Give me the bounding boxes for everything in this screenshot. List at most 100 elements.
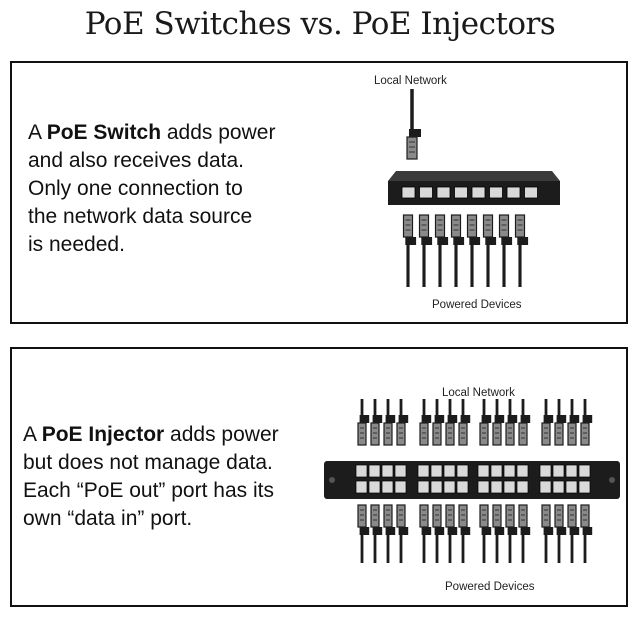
injector-text-line: but does not manage data. (23, 451, 273, 474)
ethernet-cable-icon (396, 504, 409, 563)
patch-panel-port (394, 480, 407, 494)
ethernet-cable-icon (479, 399, 492, 446)
switch-port (419, 186, 433, 199)
ethernet-cable-icon (541, 399, 554, 446)
patch-panel-port (503, 464, 516, 478)
poe-injector-description: A PoE Injector adds power but does not m… (23, 421, 343, 533)
switch-port (436, 186, 451, 199)
ethernet-cable-icon (370, 504, 383, 563)
patch-panel-port (368, 480, 381, 494)
ethernet-cable-icon (432, 399, 445, 446)
ethernet-cable-icon (419, 399, 432, 446)
ethernet-cable-icon (396, 399, 409, 446)
ethernet-cable-icon (445, 504, 458, 563)
injector-powered-devices-label: Powered Devices (445, 581, 535, 593)
injector-local-network-label: Local Network (442, 387, 515, 399)
switch-text-line: the network data source (28, 205, 253, 228)
ethernet-cable-icon (419, 504, 432, 563)
patch-panel-port (539, 480, 552, 494)
switch-local-network-label: Local Network (374, 75, 447, 87)
patch-panel-port (578, 464, 591, 478)
poe-injector-panel: A PoE Injector adds power but does not m… (10, 347, 628, 607)
patch-panel-port (578, 480, 591, 494)
switch-port (489, 186, 503, 199)
mount-hole (609, 477, 615, 483)
ethernet-cable-icon (567, 504, 580, 563)
ethernet-cable-icon (383, 504, 396, 563)
switch-port (524, 186, 538, 199)
ethernet-cable-icon (458, 504, 471, 563)
ethernet-cable-icon (580, 399, 593, 446)
ethernet-cable-icon (402, 214, 417, 287)
patch-panel-port (381, 464, 394, 478)
ethernet-cable-icon (370, 399, 383, 446)
ethernet-cable-icon (492, 399, 505, 446)
poe-switch-description: A PoE Switch adds power and also receive… (28, 119, 358, 259)
ethernet-cable-icon (406, 89, 421, 160)
patch-panel-port (565, 464, 578, 478)
ethernet-cable-icon (518, 504, 531, 563)
ethernet-cable-icon (492, 504, 505, 563)
ethernet-cable-icon (450, 214, 465, 287)
patch-panel-port (539, 464, 552, 478)
switch-port (401, 186, 416, 199)
injector-text-prefix: A (23, 423, 42, 446)
patch-panel-port (355, 464, 368, 478)
patch-panel-port (477, 480, 490, 494)
patch-panel-port (516, 480, 529, 494)
ethernet-cable-icon (434, 214, 449, 287)
patch-panel-port (565, 480, 578, 494)
ethernet-cable-icon (518, 399, 531, 446)
ethernet-cable-icon (505, 399, 518, 446)
ethernet-cable-icon (357, 504, 370, 563)
ethernet-cable-icon (357, 399, 370, 446)
ethernet-cable-icon (554, 504, 567, 563)
switch-text-prefix: A (28, 121, 47, 144)
patch-panel-port (503, 480, 516, 494)
patch-panel-port (430, 480, 443, 494)
patch-panel-port (355, 480, 368, 494)
injector-text-line: own “data in” port. (23, 507, 193, 530)
ethernet-cable-icon (505, 504, 518, 563)
patch-panel-port (477, 464, 490, 478)
patch-panel-port (443, 480, 456, 494)
switch-text-line: adds power (161, 121, 276, 144)
patch-panel-port (490, 464, 503, 478)
ethernet-cable-icon (580, 504, 593, 563)
ethernet-cable-icon (432, 504, 445, 563)
switch-port (506, 186, 521, 199)
poe-injector-term: PoE Injector (41, 423, 165, 446)
poe-switch-panel: A PoE Switch adds power and also receive… (10, 61, 628, 324)
ethernet-cable-icon (458, 399, 471, 446)
ethernet-cable-icon (567, 399, 580, 446)
switch-port (471, 186, 486, 199)
ethernet-cable-icon (383, 399, 396, 446)
patch-panel-port (443, 464, 456, 478)
patch-panel-port (516, 464, 529, 478)
network-switch-icon (388, 89, 560, 287)
ethernet-cable-icon (554, 399, 567, 446)
switch-text-line: Only one connection to (28, 177, 243, 200)
injector-text-line: Each “PoE out” port has its (23, 479, 274, 502)
ethernet-cable-icon (498, 214, 513, 287)
page-title: PoE Switches vs. PoE Injectors (84, 6, 556, 42)
patch-panel-port (552, 480, 565, 494)
mount-hole (329, 477, 335, 483)
ethernet-cable-icon (482, 214, 497, 287)
ethernet-cable-icon (466, 214, 481, 287)
switch-top-face (388, 171, 560, 181)
patch-panel-port (381, 480, 394, 494)
ethernet-cable-icon (418, 214, 433, 287)
ethernet-cable-icon (541, 504, 554, 563)
patch-panel-port (490, 480, 503, 494)
patch-panel-port (417, 480, 430, 494)
patch-panel-port (368, 464, 381, 478)
poe-switch-term: PoE Switch (46, 121, 162, 144)
ethernet-cable-icon (479, 504, 492, 563)
patch-panel-port (456, 480, 469, 494)
patch-panel-port (456, 464, 469, 478)
injector-text-line: adds power (164, 423, 279, 446)
switch-text-line: and also receives data. (28, 149, 244, 172)
switch-text-line: is needed. (28, 233, 125, 256)
patch-panel-icon (324, 399, 620, 563)
